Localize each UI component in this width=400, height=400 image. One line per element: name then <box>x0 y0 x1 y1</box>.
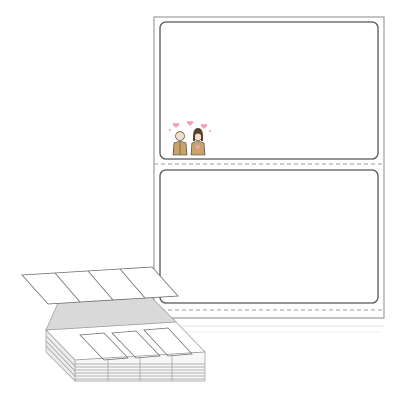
figure-girl <box>190 128 206 156</box>
heart-icon <box>169 120 211 132</box>
stack-top-sheet <box>21 266 179 305</box>
figure-boy <box>172 131 188 156</box>
label-bottom <box>159 169 379 304</box>
stack-layers <box>45 321 206 382</box>
couple-illustration-icon <box>169 120 211 156</box>
label-top <box>159 21 379 160</box>
fanfold-label-stack-icon <box>21 266 206 382</box>
